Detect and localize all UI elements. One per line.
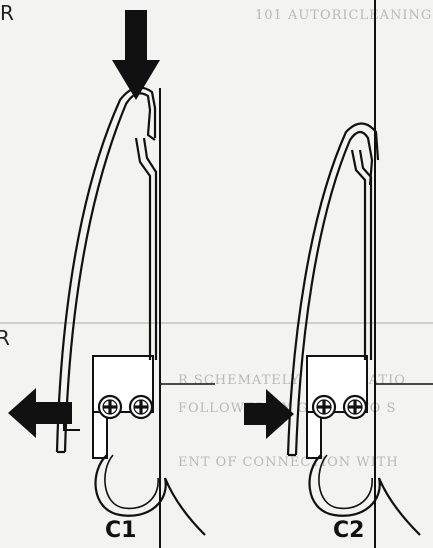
screw-right-c1: [128, 394, 154, 420]
screw-right-c2: [342, 394, 368, 420]
spring-clip-outer-c1: [63, 92, 156, 453]
edge-mark-top: R: [0, 1, 14, 25]
hook-leg-outer-c2: [350, 149, 367, 360]
hook-leg-inner-c2: [358, 149, 373, 360]
spring-clip-outer-c2: [294, 130, 374, 456]
hook-leg-outer-c1: [134, 137, 152, 360]
bracket-lower-c1: [92, 411, 108, 459]
wire-loop-c1: [94, 454, 206, 536]
label-c2: C2: [333, 518, 364, 543]
push-right-arrow-icon: [244, 389, 294, 439]
clip-c2: C2: [244, 0, 433, 548]
clip-c1: C1: [8, 10, 215, 548]
label-c1: C1: [105, 518, 136, 543]
screw-left-c1: [97, 394, 123, 420]
screw-left-c2: [311, 394, 337, 420]
bleed-line-4: ENT OF CONNECTION WITH: [178, 455, 399, 470]
spring-clip-inner-c2: [286, 122, 380, 456]
bleed-through-text: 101 AUTORICLEANING R SCHEMATELY EXAMINAT…: [178, 8, 432, 470]
press-down-arrow-icon: [112, 10, 160, 100]
bleed-line-1: 101 AUTORICLEANING: [255, 8, 432, 23]
wire-loop-c2: [308, 454, 421, 536]
edge-mark-middle: R: [0, 326, 10, 350]
pull-left-arrow-icon: [8, 388, 72, 438]
bracket-lower-c2: [306, 411, 322, 459]
hook-leg-inner-c1: [142, 137, 158, 360]
